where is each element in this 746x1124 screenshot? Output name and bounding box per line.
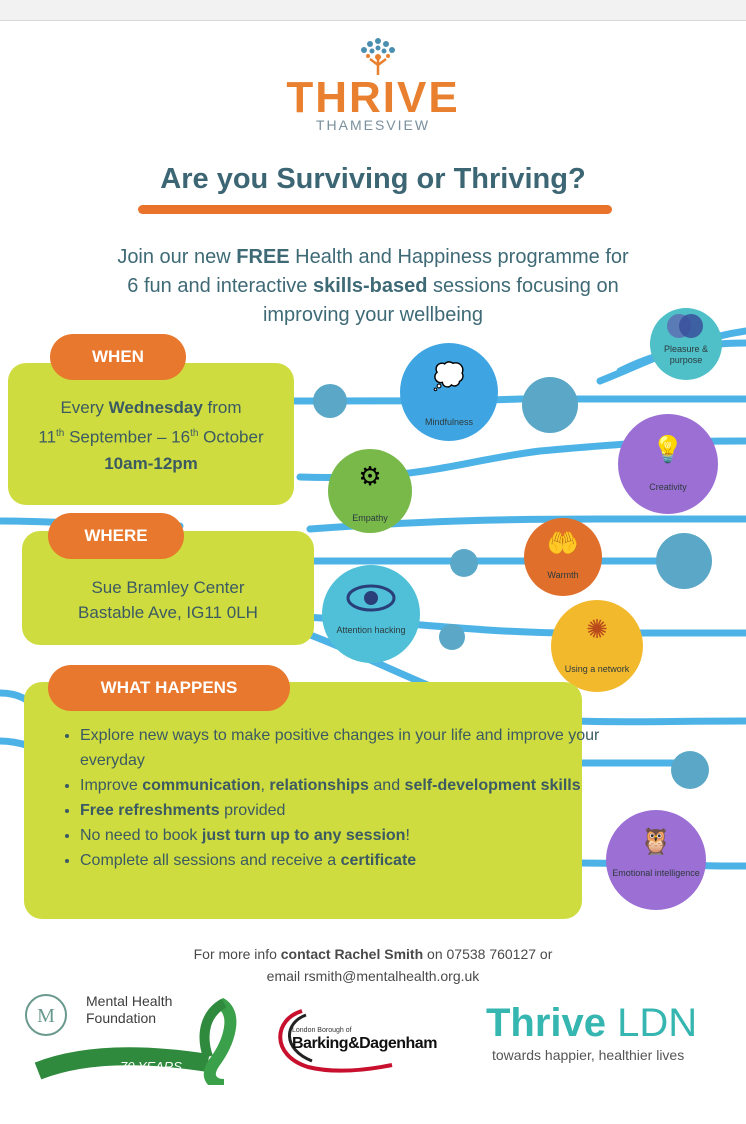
what-happens-panel bbox=[24, 682, 582, 919]
skill-warmth: 🤲 Warmth bbox=[524, 518, 602, 596]
brand-subtitle: THAMESVIEW bbox=[315, 117, 431, 133]
skill-pleasure-purpose: Pleasure & purpose bbox=[650, 308, 722, 380]
thrive-ldn-logo: Thrive LDN bbox=[486, 1001, 698, 1045]
title-underline bbox=[138, 205, 612, 214]
where-details: Sue Bramley Center Bastable Ave, IG11 0L… bbox=[78, 578, 258, 622]
list-item: Improve communication, relationships and… bbox=[80, 773, 600, 798]
intro-text: Join our new FREE Health and Happiness p… bbox=[117, 246, 629, 326]
heads-gears-icon: ⚙ bbox=[358, 461, 382, 491]
skill-emotional-intelligence: 🦉 Emotional intelligence bbox=[606, 810, 706, 910]
thought-bubble-icon: 💭 bbox=[432, 361, 466, 391]
brand-name: THRIVE bbox=[286, 73, 460, 122]
list-item: Free refreshments provided bbox=[80, 798, 600, 823]
barking-dagenham-logo: London Borough of Barking&Dagenham bbox=[272, 1005, 452, 1075]
flyer-page: THRIVE THAMESVIEW Are you Surviving or T… bbox=[0, 21, 746, 1124]
skill-using-network: ✺ Using a network bbox=[551, 600, 643, 692]
svg-text:70 YEARS: 70 YEARS bbox=[120, 1059, 182, 1074]
skill-creativity: 💡 Creativity bbox=[618, 414, 718, 514]
network-nodes-icon: ✺ bbox=[586, 614, 608, 644]
skill-attention-hacking: Attention hacking bbox=[322, 565, 420, 663]
owl-icon: 🦉 bbox=[639, 826, 673, 856]
list-item: Explore new ways to make positive change… bbox=[80, 723, 600, 773]
when-label: WHEN bbox=[50, 334, 186, 380]
borough-swoosh-icon bbox=[278, 1009, 393, 1073]
overlapping-circles-icon bbox=[667, 314, 703, 338]
list-item: No need to book just turn up to any sess… bbox=[80, 823, 600, 848]
what-happens-list: Explore new ways to make positive change… bbox=[52, 723, 600, 873]
tree-logo-icon bbox=[361, 38, 395, 75]
viewer-top-bar bbox=[0, 0, 746, 21]
what-happens-label: WHAT HAPPENS bbox=[48, 665, 290, 711]
ribbon-icon: M 70 YEARS bbox=[25, 994, 237, 1085]
when-details: Every Wednesday from 11th September – 16… bbox=[38, 398, 264, 473]
skill-mindfulness: 💭 Mindfulness bbox=[400, 343, 498, 441]
thrive-ldn-tagline: towards happier, healthier lives bbox=[492, 1047, 685, 1063]
eye-icon bbox=[346, 584, 396, 612]
when-panel bbox=[8, 363, 294, 505]
lightbulb-icon: 💡 bbox=[651, 434, 685, 464]
svg-text:M: M bbox=[37, 1005, 55, 1027]
where-label: WHERE bbox=[48, 513, 184, 559]
list-item: Complete all sessions and receive a cert… bbox=[80, 848, 600, 873]
contact-info: For more info contact Rachel Smith on 07… bbox=[193, 946, 553, 984]
skill-empathy: ⚙ Empathy bbox=[328, 449, 412, 533]
hand-heart-icon: 🤲 bbox=[546, 528, 580, 558]
page-title: Are you Surviving or Thriving? bbox=[160, 163, 586, 195]
